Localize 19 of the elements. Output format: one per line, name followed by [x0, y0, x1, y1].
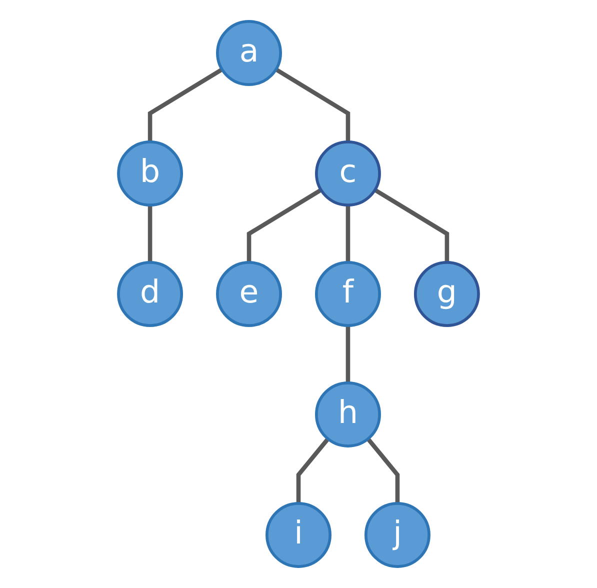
connector	[274, 68, 350, 142]
node-circle: h	[315, 382, 381, 448]
node-circle: d	[117, 261, 184, 327]
node-circle: g	[414, 261, 480, 327]
connector	[148, 68, 224, 142]
connector	[346, 205, 350, 262]
connector	[148, 205, 152, 262]
connector	[246, 188, 322, 262]
connector	[346, 326, 350, 383]
connector	[366, 438, 400, 504]
node-circle: f	[315, 261, 381, 327]
node-circle: a	[216, 20, 282, 86]
connector	[296, 438, 330, 504]
node-circle: e	[216, 261, 282, 327]
node-circle: b	[117, 140, 184, 206]
connector	[374, 188, 450, 262]
node-circle: c	[315, 140, 381, 206]
node-circle: j	[364, 502, 430, 568]
node-circle: i	[266, 502, 332, 568]
